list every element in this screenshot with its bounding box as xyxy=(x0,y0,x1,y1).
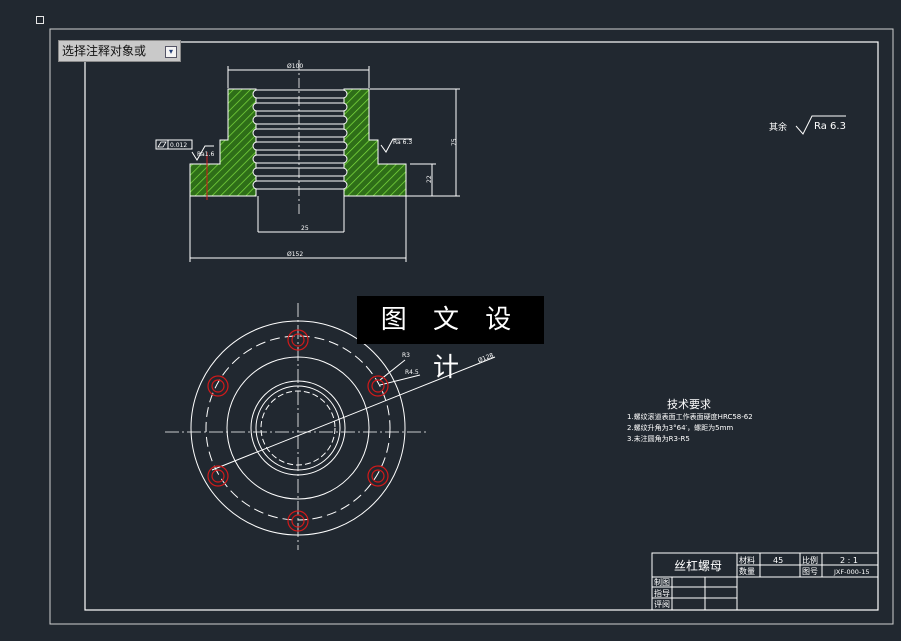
scale-value: 2 : 1 xyxy=(840,556,858,565)
roughness-symbol-icon xyxy=(795,115,846,135)
roughness-label: 其余 xyxy=(769,121,787,133)
command-prompt-text: 选择注释对象或 xyxy=(62,44,147,58)
outer-border xyxy=(49,28,894,625)
bolt-hole xyxy=(367,375,389,397)
dim-top-width: Ø100 xyxy=(287,63,303,70)
bolt-holes xyxy=(207,329,389,532)
dim-r3: R3 xyxy=(402,352,410,359)
title-block-text: 丝杠螺母 材料 45 比例 2 : 1 数量 图号 JXF-000-15 制图 … xyxy=(654,555,869,609)
tech-requirements: 技术要求 1.螺纹滚道表面工作表面硬度HRC58-62 2.螺纹升角为3°64′… xyxy=(627,398,753,443)
section-view xyxy=(155,60,460,262)
command-prompt-box[interactable]: 选择注释对象或 ▾ xyxy=(58,40,181,62)
drawing-no-label: 图号 xyxy=(802,567,818,576)
part-name: 丝杠螺母 xyxy=(674,558,722,573)
dim-tolerance: 0.012 xyxy=(170,142,187,149)
dim-r45: R4.5 xyxy=(405,369,419,376)
drawn-label: 制图 xyxy=(654,577,670,587)
dim-ra-right: Ra 6.3 xyxy=(393,139,412,146)
roughness-note: 其余 Ra 6.3 xyxy=(769,115,846,135)
bolt-hole xyxy=(367,465,389,487)
drawing-no-value: JXF-000-15 xyxy=(833,568,869,576)
scale-label: 比例 xyxy=(802,555,818,565)
tech-line-2: 2.螺纹升角为3°64′，螺距为5mm xyxy=(627,423,733,432)
bolt-hole xyxy=(207,465,229,487)
dim-bore: 25 xyxy=(301,225,309,232)
dim-height: 75 xyxy=(451,138,458,146)
dim-pcd: Ø128 xyxy=(477,352,495,365)
tech-line-1: 1.螺纹滚道表面工作表面硬度HRC58-62 xyxy=(627,412,753,421)
plan-view xyxy=(165,303,496,550)
grip-square[interactable] xyxy=(36,16,44,24)
tech-title: 技术要求 xyxy=(667,398,711,411)
bolt-hole xyxy=(287,510,309,532)
tech-line-3: 3.未注圆角为R3-R5 xyxy=(627,434,690,443)
roughness-value: Ra 6.3 xyxy=(814,121,846,132)
guide-label: 指导 xyxy=(654,588,670,598)
bolt-hole xyxy=(287,329,309,351)
dim-bottom-width: Ø152 xyxy=(287,251,303,258)
bolt-hole xyxy=(207,375,229,397)
chevron-down-icon[interactable]: ▾ xyxy=(165,46,177,58)
watermark-banner: 图 文 设 计 xyxy=(357,296,544,383)
material-value: 45 xyxy=(773,556,783,565)
flatness-icon xyxy=(157,141,167,148)
material-label: 材料 xyxy=(739,555,755,565)
section-dimension-labels: Ø100 Ø152 25 75 22 0.012 Ra1.6 Ra 6.3 xyxy=(170,63,458,258)
dim-flange: 22 xyxy=(426,175,433,183)
quantity-label: 数量 xyxy=(739,566,755,576)
review-label: 评阅 xyxy=(654,600,670,609)
inner-border xyxy=(84,41,879,611)
dim-ra-left: Ra1.6 xyxy=(197,151,214,158)
title-block xyxy=(651,552,879,611)
